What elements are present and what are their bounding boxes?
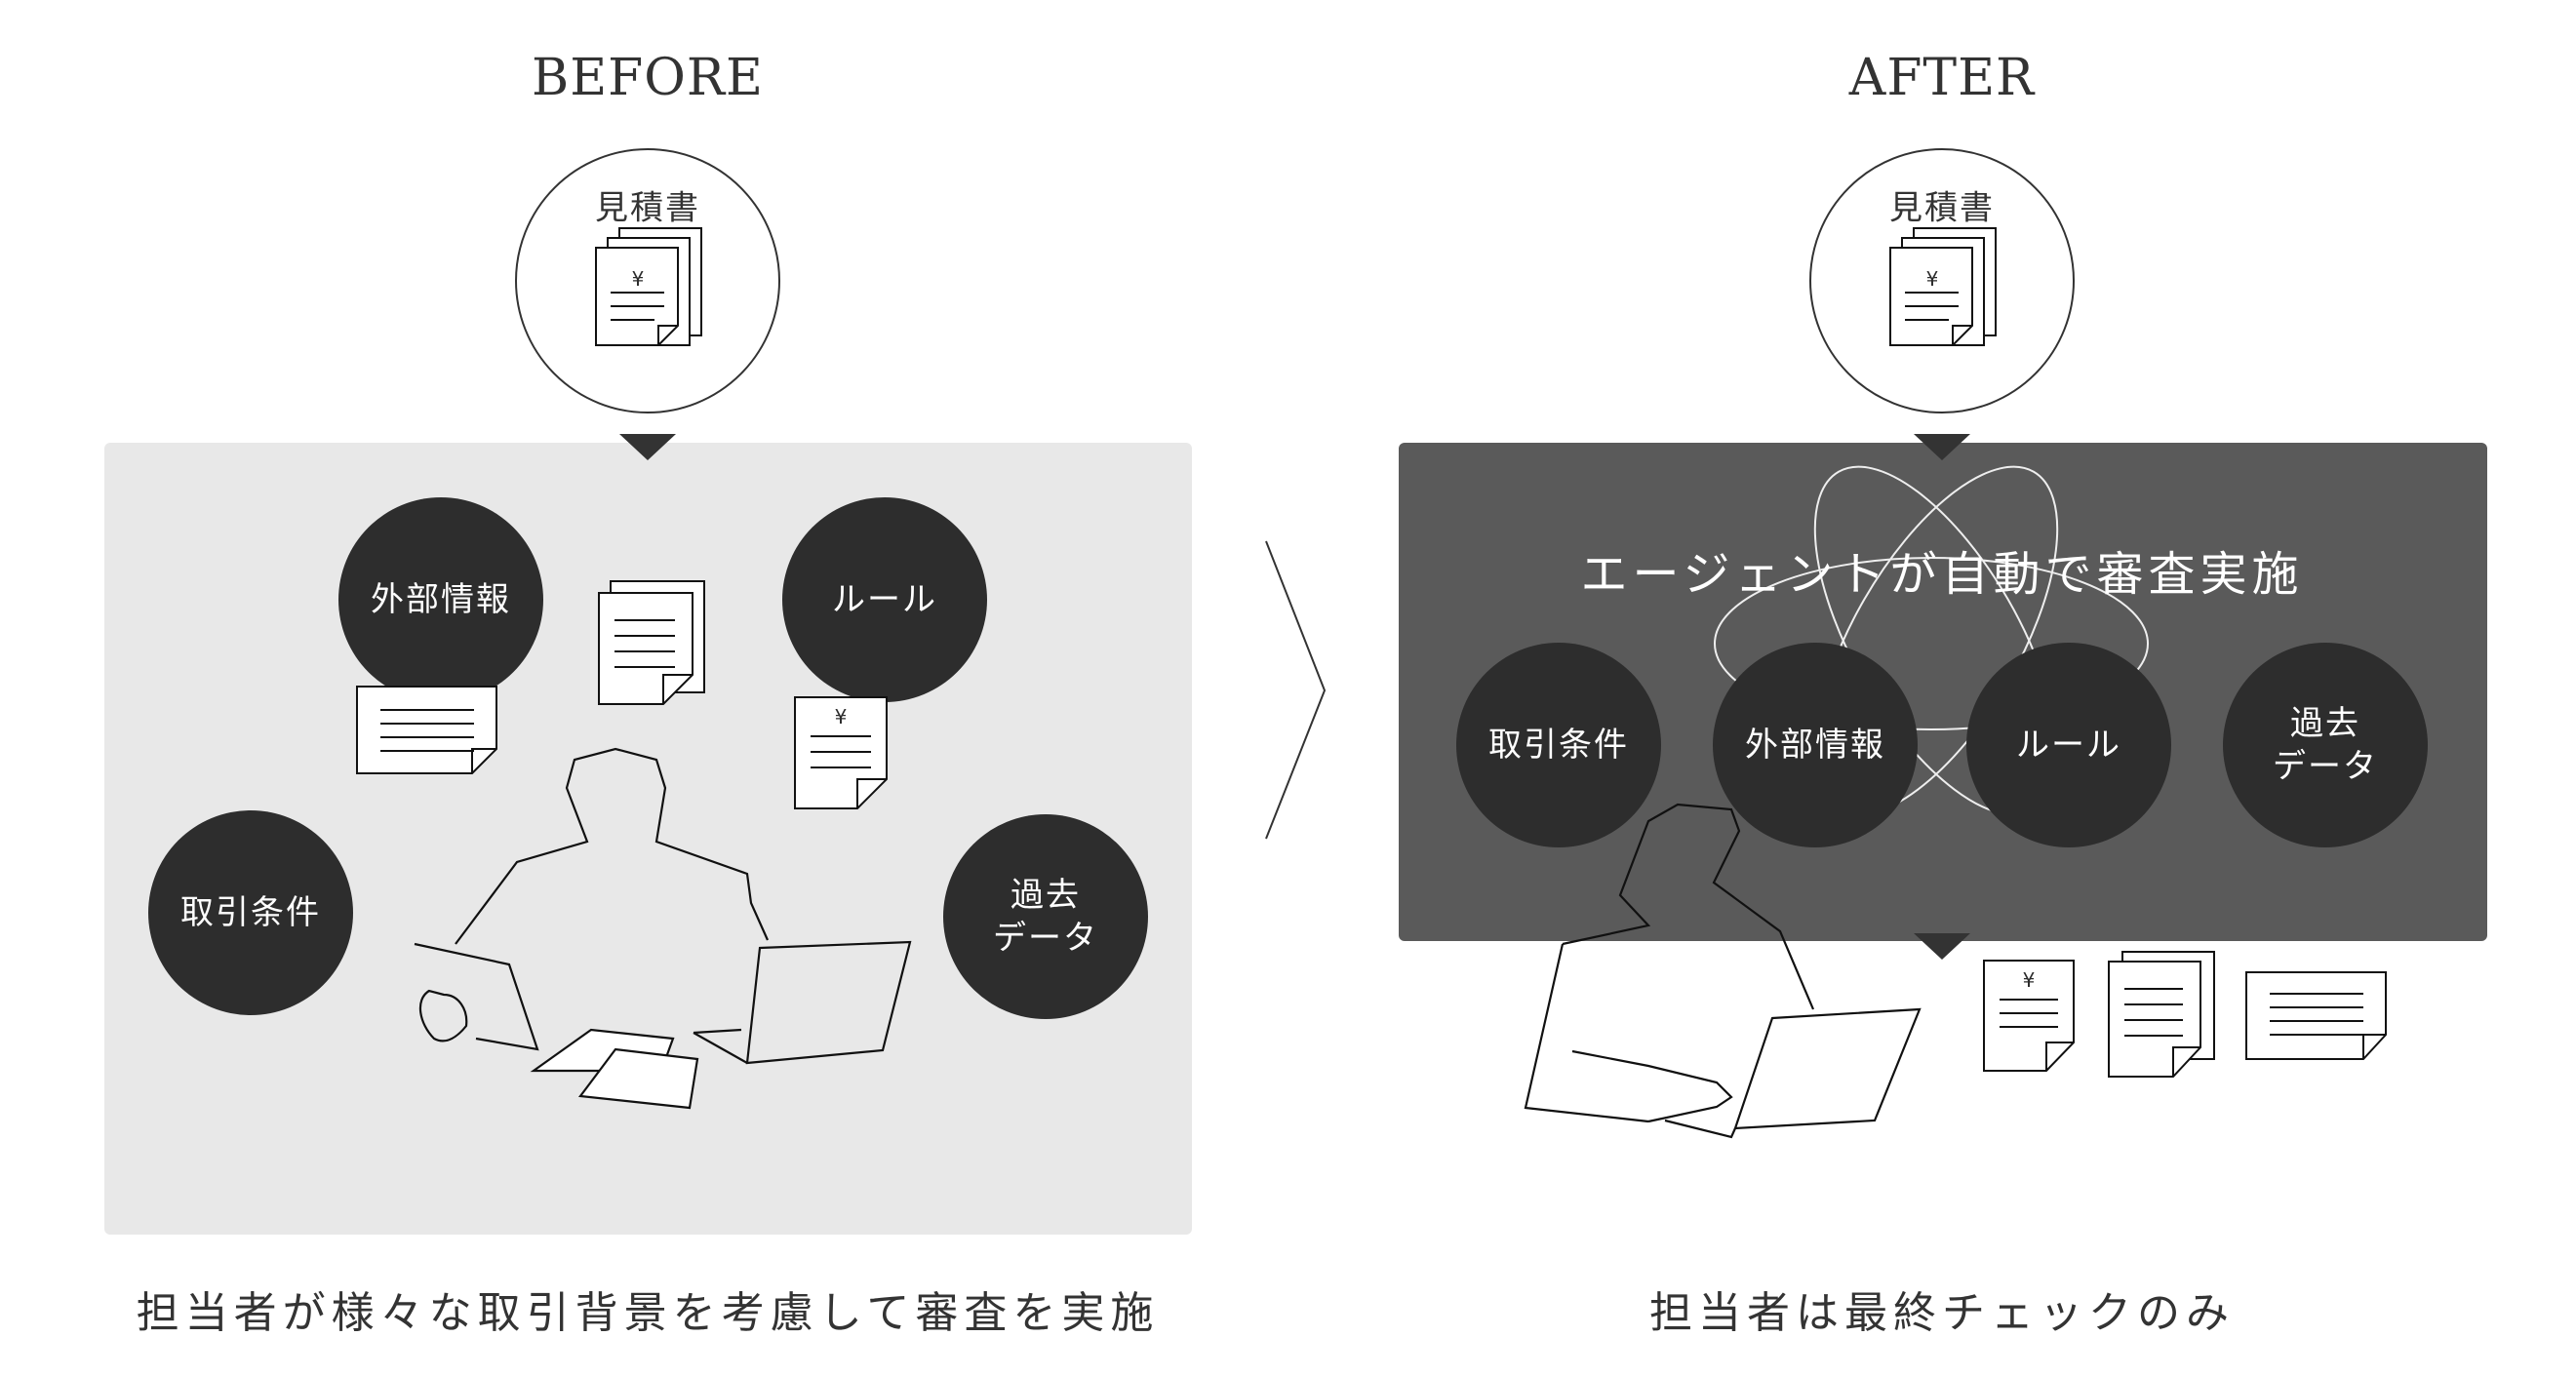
after-arrow-down-icon (1914, 434, 1970, 460)
stacked-doc-icon (598, 580, 705, 705)
bubble-rules: ルール (832, 580, 937, 619)
yen-doc-icon (794, 696, 888, 809)
person-checking-illustration (1524, 803, 1922, 1139)
bubble-bg (1713, 643, 1918, 847)
bubble-bg (148, 810, 353, 1015)
agent-headline: エージェントが自動で審査実施 (1580, 547, 2304, 602)
yen-icon: ¥ (2022, 968, 2036, 992)
chevron-right-icon (1265, 540, 1327, 840)
bubble-bg (1966, 643, 2171, 847)
after-title: AFTER (1848, 49, 2036, 107)
bubble-external-info: 外部情報 (1745, 726, 1885, 765)
bubble-past-data: 過去 データ (2273, 704, 2378, 786)
bubble-rules: ルール (2016, 726, 2121, 765)
bubble-past-data: 過去 データ (993, 876, 1098, 958)
after-estimate-doc-icon (1889, 227, 1997, 346)
bubble-bg (943, 814, 1148, 1019)
after-input-label: 見積書 (1889, 188, 1995, 228)
bubble-bg (1456, 643, 1661, 847)
memo-doc-icon (356, 686, 497, 774)
bubble-bg (782, 497, 987, 702)
memo-doc-icon (2245, 971, 2387, 1060)
before-estimate-doc-icon (595, 227, 702, 346)
bubble-transaction-terms: 取引条件 (1488, 726, 1629, 765)
after-caption: 担当者は最終チェックのみ (1649, 1288, 2235, 1338)
person-reviewing-illustration (414, 747, 912, 1110)
before-title: BEFORE (532, 49, 764, 107)
yen-doc-icon (1983, 960, 2075, 1072)
bubble-bg (338, 497, 543, 702)
before-arrow-down-icon (619, 434, 676, 460)
bubble-external-info: 外部情報 (371, 580, 511, 619)
yen-icon: ¥ (631, 267, 645, 291)
stacked-doc-icon (2108, 951, 2215, 1078)
after-result-arrow-icon (1914, 933, 1970, 960)
bubble-transaction-terms: 取引条件 (180, 893, 321, 932)
before-input-label: 見積書 (595, 188, 700, 228)
bubble-bg (2223, 643, 2428, 847)
yen-icon: ¥ (834, 705, 848, 728)
before-caption: 担当者が様々な取引背景を考慮して審査を実施 (136, 1288, 1160, 1338)
yen-icon: ¥ (1925, 267, 1939, 291)
